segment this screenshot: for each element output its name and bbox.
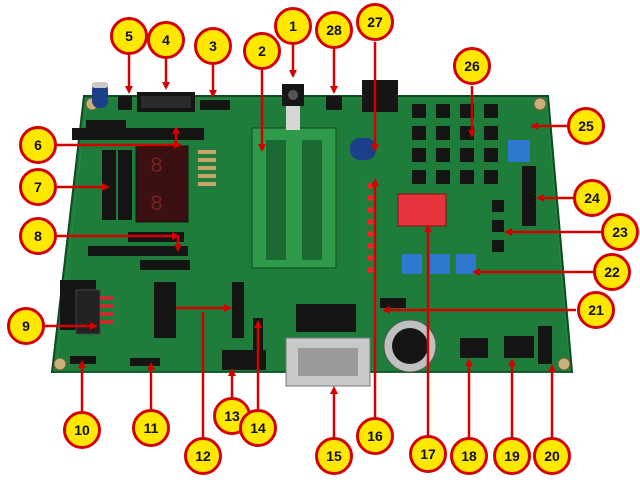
callout-arrows (44, 42, 602, 438)
header-power-connector (137, 92, 195, 112)
zif-socket (251, 106, 337, 269)
header-20 (538, 326, 552, 364)
callout-20: 20 (533, 437, 571, 475)
callout-7: 7 (19, 168, 57, 206)
ic-19 (504, 336, 534, 358)
callout-16: 16 (356, 417, 394, 455)
header-pair-12 (154, 282, 244, 338)
callout-14: 14 (239, 409, 277, 447)
header-row-lower-2 (140, 260, 190, 270)
jumper-header-5 (118, 96, 132, 110)
callout-3: 3 (194, 27, 232, 65)
callout-26: 26 (453, 47, 491, 85)
callout-18: 18 (450, 437, 488, 475)
power-switch (326, 96, 342, 110)
callout-25: 25 (567, 107, 605, 145)
callout-19: 19 (493, 437, 531, 475)
callout-22: 22 (593, 253, 631, 291)
adc-potentiometers (402, 254, 476, 274)
header-row-lower (88, 246, 188, 256)
callout-11: 11 (132, 409, 170, 447)
callout-21: 21 (577, 291, 615, 329)
capacitor-top-left (92, 82, 108, 108)
seven-segment-display: 8 8 (135, 145, 189, 223)
header-24 (522, 166, 536, 226)
callout-23: 23 (601, 213, 639, 251)
callout-1: 1 (274, 7, 312, 45)
callout-17: 17 (409, 435, 447, 473)
callout-12: 12 (184, 437, 222, 475)
callout-2: 2 (243, 32, 281, 70)
callout-4: 4 (147, 21, 185, 59)
callout-27: 27 (356, 3, 394, 41)
callout-6: 6 (19, 126, 57, 164)
header-row-6 (72, 120, 204, 140)
rtc-battery (383, 319, 488, 373)
callout-5: 5 (110, 17, 148, 55)
header-21 (380, 298, 406, 308)
header-11 (130, 358, 160, 366)
svg-text:8: 8 (150, 154, 163, 179)
dc-power-jack (282, 84, 304, 106)
dip-switch (397, 193, 447, 227)
svg-text:8: 8 (150, 192, 163, 217)
callout-15: 15 (315, 437, 353, 475)
db9-connector (285, 304, 371, 387)
callout-24: 24 (573, 179, 611, 217)
header-3 (200, 100, 230, 110)
callout-10: 10 (63, 411, 101, 449)
callout-9: 9 (7, 307, 45, 345)
keypad-matrix (412, 104, 498, 184)
callout-28: 28 (315, 11, 353, 49)
resistor-bank (198, 150, 216, 186)
regulator-heatsink (350, 80, 398, 160)
push-buttons-23 (492, 200, 504, 252)
callout-8: 8 (19, 217, 57, 255)
potentiometer-25 (508, 140, 530, 162)
